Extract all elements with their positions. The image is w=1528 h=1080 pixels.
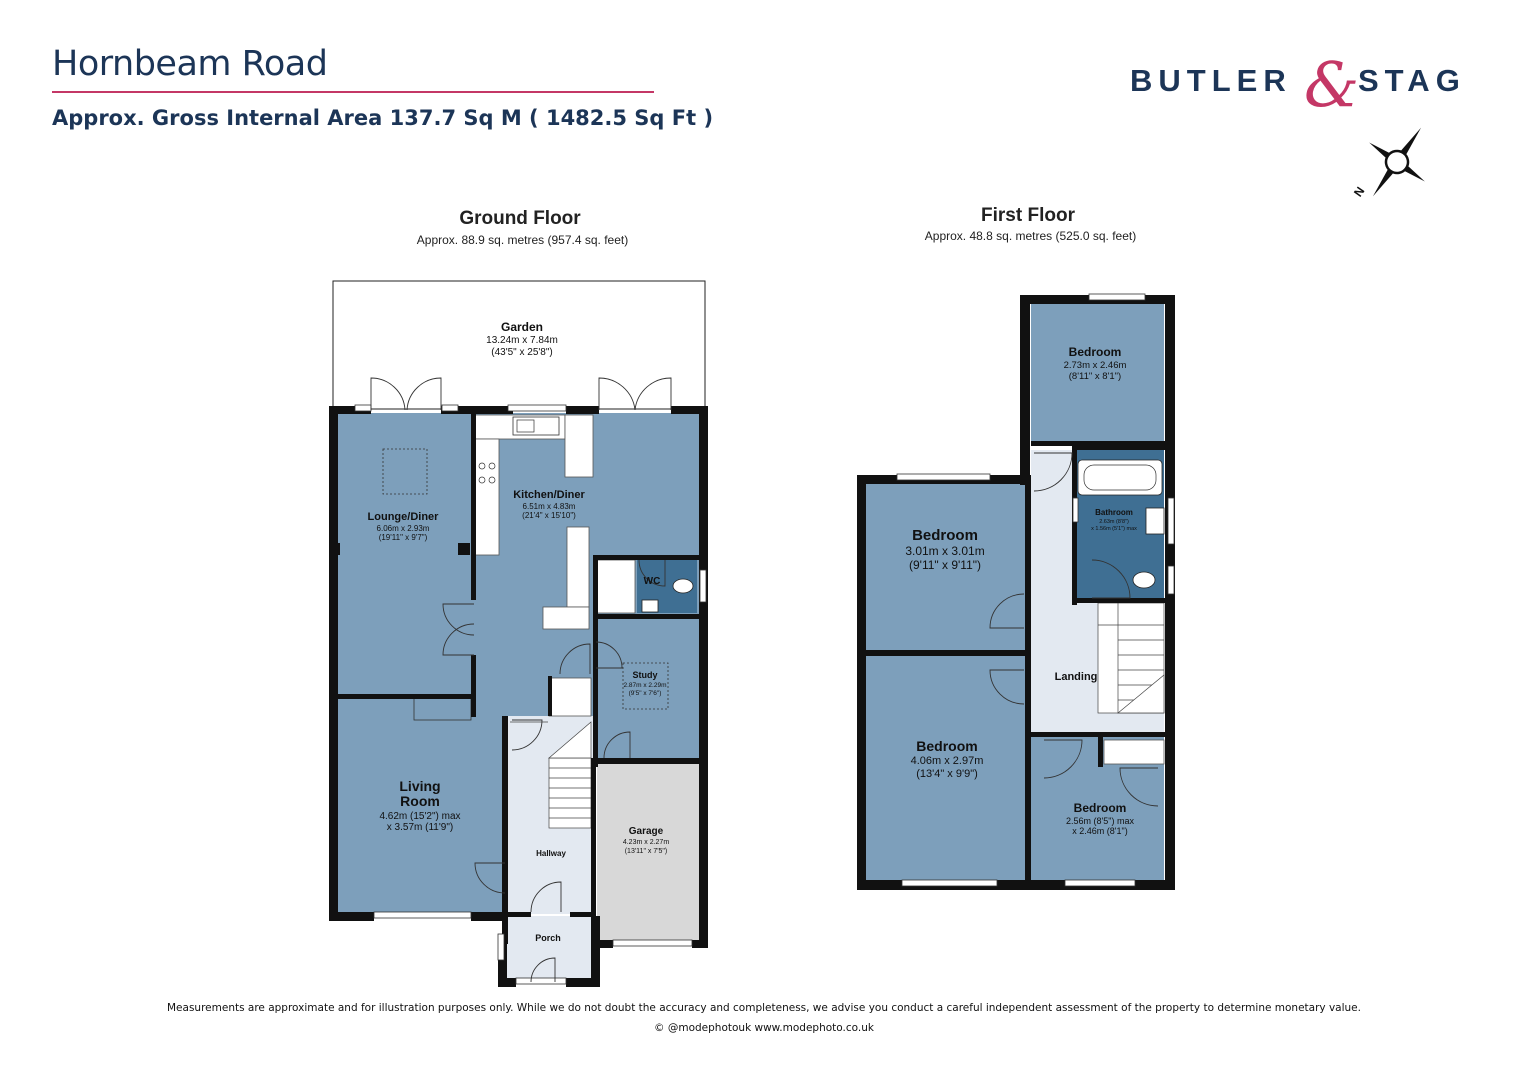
lounge-diner-label: Lounge/Diner	[368, 511, 440, 523]
bedroom-top-dims: 2.73m x 2.46m	[1064, 360, 1127, 371]
ground-stairs	[510, 721, 592, 829]
garden-dims: 13.24m x 7.84m	[486, 335, 558, 346]
living-room-imperial: x 3.57m (11'9")	[387, 822, 453, 833]
study-rug	[622, 662, 669, 710]
compass-rose-icon: N	[1351, 127, 1425, 199]
kitchen-unit-base	[542, 606, 590, 630]
garden-imperial: (43'5" x 25'8")	[491, 347, 553, 358]
brand-logo: BUTLER & STAG	[1130, 50, 1466, 120]
bedroom-left-bottom-label: Bedroom	[916, 738, 977, 754]
garage-label: Garage	[629, 826, 664, 837]
lounge-diner-imperial: (19'11" x 9'7")	[379, 533, 428, 542]
lounge-diner-room	[337, 413, 473, 696]
brand-ampersand: &	[1304, 50, 1359, 120]
kitchen-diner-dims: 6.51m x 4.83m	[523, 502, 576, 511]
bedroom-left-top-imperial: (9'11" x 9'11")	[909, 558, 981, 572]
skylight	[382, 448, 428, 495]
kitchen-diner-label: Kitchen/Diner	[513, 489, 585, 501]
first-floor-plan: Bedroom 2.73m x 2.46m (8'11" x 8'1") Bat…	[857, 293, 1175, 890]
ground-windows	[354, 404, 707, 985]
first-floor-title: First Floor	[981, 205, 1075, 226]
bedroom-top-imperial: (8'11" x 8'1")	[1069, 371, 1121, 382]
first-windows	[896, 293, 1175, 887]
ground-walls	[329, 406, 708, 987]
hallway-label: Hallway	[536, 849, 566, 858]
ground-floor-plan: Garden 13.24m x 7.84m (43'5" x 25'8") Lo…	[329, 280, 708, 987]
porch-room	[505, 916, 591, 982]
living-room-label-line1: Living	[399, 778, 440, 794]
toilet-icon	[672, 578, 694, 594]
first-stairs	[1097, 602, 1165, 714]
bedroom-top-room	[1031, 304, 1164, 441]
bath-icon	[1077, 459, 1163, 496]
ground-doors	[370, 377, 672, 983]
bedroom-right-bottom-dims: 2.56m (8'5") max	[1066, 816, 1134, 826]
landing-label: Landing	[1055, 671, 1098, 683]
first-floor-area: Approx. 48.8 sq. metres (525.0 sq. feet)	[924, 229, 1137, 243]
bedroom-left-top-dims: 3.01m x 3.01m	[905, 544, 984, 558]
hallway-cupboard	[548, 677, 592, 717]
bathroom-dims: 2.63m (8'8")	[1099, 519, 1129, 525]
sink-icon	[512, 416, 560, 436]
study-imperial: (9'5" x 7'6")	[629, 690, 662, 697]
garage-room	[597, 764, 700, 940]
study-label: Study	[632, 670, 657, 680]
gross-internal-area: Approx. Gross Internal Area 137.7 Sq M (…	[52, 106, 714, 130]
kitchen-counter-peninsula	[564, 414, 594, 478]
page-title: Hornbeam Road	[52, 44, 328, 84]
first-doors	[989, 452, 1159, 807]
bedroom-top-label: Bedroom	[1069, 345, 1122, 359]
copyright-text: © @modephotouk www.modephoto.co.uk	[654, 1022, 874, 1034]
kitchen-diner-imperial: (21'4" x 15'10")	[522, 511, 576, 520]
porch-label: Porch	[535, 933, 561, 943]
ground-floor-area: Approx. 88.9 sq. metres (957.4 sq. feet)	[416, 233, 629, 247]
bedroom-left-bottom-imperial: (13'4" x 9'9")	[916, 768, 978, 780]
living-room-label-line2: Room	[400, 793, 440, 809]
bedroom-right-bottom-label: Bedroom	[1074, 801, 1127, 815]
toilet-icon	[1132, 571, 1156, 589]
garage-imperial: (13'11" x 7'5")	[625, 848, 668, 855]
garage-dims: 4.23m x 2.27m	[623, 839, 669, 846]
ground-floor-title: Ground Floor	[459, 208, 581, 229]
basin-icon	[1145, 507, 1165, 535]
storage-cupboard	[594, 559, 636, 614]
living-room-room	[337, 698, 504, 913]
disclaimer-text: Measurements are approximate and for ill…	[167, 1002, 1361, 1014]
bathroom-imperial: x 1.56m (5'1") max	[1091, 526, 1137, 532]
kitchen-counter-side	[474, 438, 500, 556]
title-underline	[52, 91, 654, 93]
bedroom-left-top-room	[866, 484, 1026, 650]
bedroom-left-bottom-dims: 4.06m x 2.97m	[911, 755, 984, 767]
study-dims: 2.87m x 2.29m	[624, 682, 667, 689]
bathroom-label: Bathroom	[1095, 508, 1133, 517]
living-room-dims: 4.62m (15'2") max	[379, 811, 460, 822]
brand-word-right: STAG	[1358, 63, 1466, 98]
wc-label: WC	[644, 576, 661, 587]
bedroom-left-top-label: Bedroom	[912, 527, 978, 544]
bedroom-wardrobe	[1103, 739, 1165, 765]
basin-icon	[641, 599, 659, 613]
brand-word-left: BUTLER	[1130, 63, 1292, 98]
hob-icon	[478, 462, 486, 470]
bedroom-right-bottom-imperial: x 2.46m (8'1")	[1072, 826, 1127, 836]
garden-label: Garden	[501, 320, 543, 334]
kitchen-unit-column	[566, 526, 590, 608]
lounge-diner-dims: 6.06m x 2.93m	[377, 524, 430, 533]
